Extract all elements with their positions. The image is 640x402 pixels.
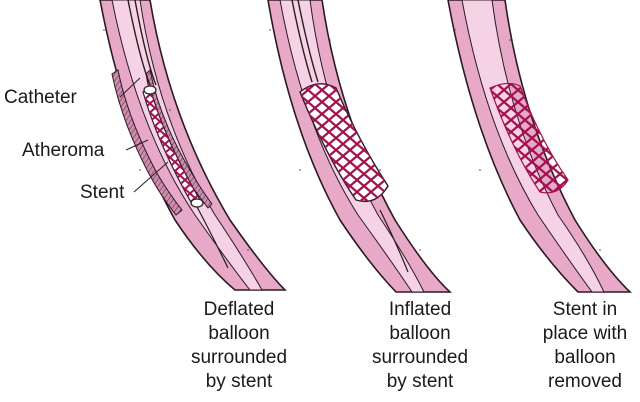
panel-3-vessel <box>447 0 632 293</box>
caption-line: balloon <box>208 323 270 344</box>
caption-line: by stent <box>386 371 454 392</box>
atheroma-leader <box>125 139 149 151</box>
caption-line: surrounded <box>371 347 469 368</box>
caption-line: Deflated <box>203 299 275 320</box>
panel-2-vessel <box>267 0 453 293</box>
caption-line: Stent in <box>552 299 618 320</box>
stent-leader <box>133 161 169 193</box>
catheter-leader <box>119 77 141 98</box>
caption-line: Inflated <box>388 299 452 320</box>
stent-compressed <box>143 88 200 204</box>
caption-panel-1: Deflated balloon surrounded by stent <box>164 298 314 394</box>
wall-stipple <box>103 29 601 251</box>
caption-line: surrounded <box>190 347 288 368</box>
panel-1-vessel <box>99 0 287 291</box>
stent-label: Stent <box>80 182 125 203</box>
caption-line: place with <box>542 323 628 344</box>
caption-panel-2: Inflated balloon surrounded by stent <box>345 298 495 394</box>
stent-expanded <box>300 83 388 202</box>
caption-panel-3: Stent in place with balloon removed <box>510 298 640 394</box>
stent-in-place <box>489 82 569 194</box>
caption-line: balloon <box>389 323 451 344</box>
atheroma-plaque-left <box>111 69 183 216</box>
catheter-label: Catheter <box>4 87 77 108</box>
caption-line: by stent <box>205 371 273 392</box>
caption-line: removed <box>548 371 622 392</box>
caption-line: balloon <box>554 347 616 368</box>
atheroma-label: Atheroma <box>22 140 105 161</box>
